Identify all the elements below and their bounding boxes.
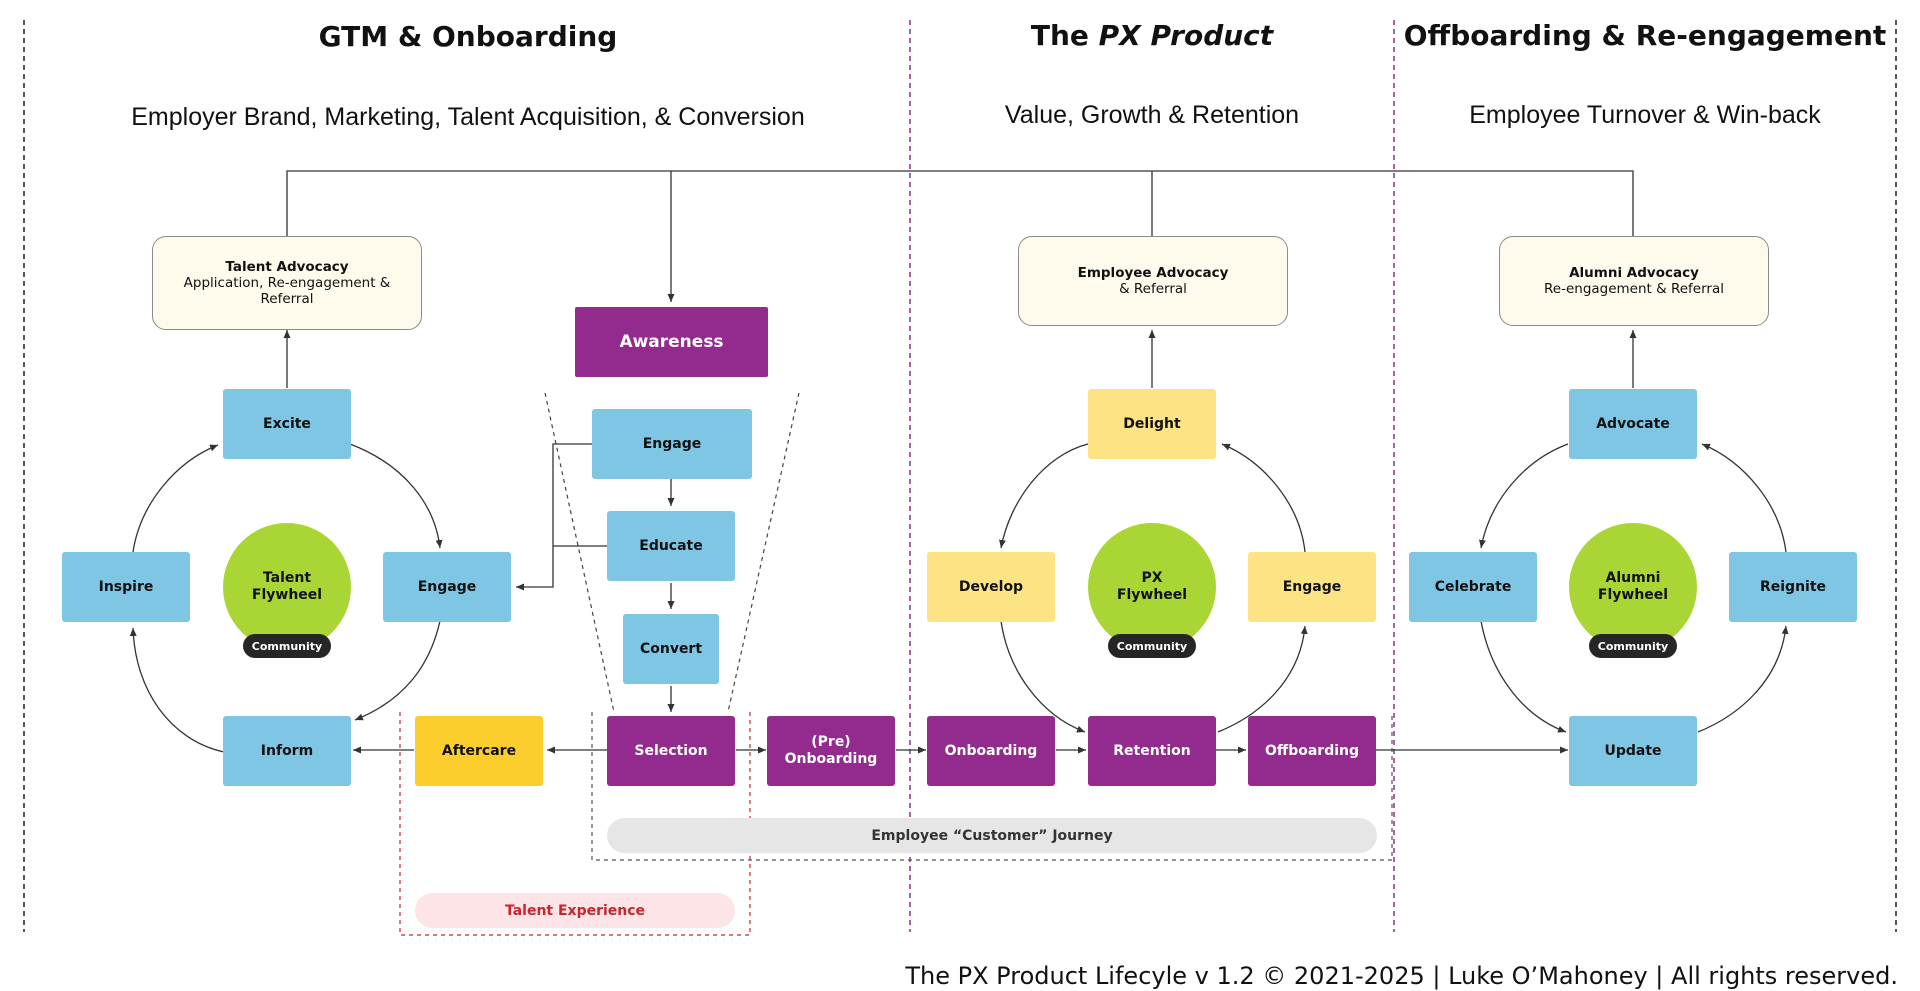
onboarding-node: Onboarding <box>927 716 1055 786</box>
develop-node: Develop <box>927 552 1055 622</box>
alumni-community-badge: Community <box>1589 634 1677 658</box>
px-community-badge: Community <box>1108 634 1196 658</box>
update-node: Update <box>1569 716 1697 786</box>
px-title-emphasis: PX Product <box>1098 19 1274 52</box>
funnel-outline <box>544 392 800 713</box>
funnel-to-engage-arrow <box>516 443 592 591</box>
talent-advocacy-title: Talent Advocacy <box>225 259 349 275</box>
employee-advocacy-line1: & Referral <box>1119 281 1187 297</box>
employee-journey-boundary <box>591 712 1393 861</box>
selection-node: Selection <box>607 716 735 786</box>
offboarding-node: Offboarding <box>1248 716 1376 786</box>
retention-to-engage-arrow <box>1217 625 1308 733</box>
excite-to-engage-arrow <box>349 443 443 549</box>
gtm-section-title: GTM & Onboarding <box>318 20 618 53</box>
gtm-section-subtitle: Employer Brand, Marketing, Talent Acquis… <box>131 103 805 131</box>
talent-community-badge: Community <box>243 634 331 658</box>
px-section-subtitle: Value, Growth & Retention <box>1004 101 1300 129</box>
advocate-to-celebrate-arrow <box>1479 443 1569 549</box>
celebrate-to-update-arrow <box>1480 620 1567 733</box>
talent-advocacy-line2: Referral <box>260 291 314 307</box>
celebrate-node: Celebrate <box>1409 552 1537 622</box>
engage-to-delight-arrow <box>1221 443 1306 553</box>
alumni-advocacy-box: Alumni Advocacy Re-engagement & Referral <box>1499 236 1769 326</box>
inform-to-inspire-arrow <box>129 627 225 753</box>
copyright-footer: The PX Product Lifecyle v 1.2 © 2021-202… <box>905 962 1898 990</box>
talent-advocacy-line1: Application, Re-engagement & <box>183 275 391 291</box>
convert-node: Convert <box>623 614 719 684</box>
reignite-to-advocate-arrow <box>1701 443 1787 553</box>
retention-node: Retention <box>1088 716 1216 786</box>
employee-journey-label: Employee “Customer” Journey <box>607 818 1377 853</box>
employee-advocacy-box: Employee Advocacy & Referral <box>1018 236 1288 326</box>
inspire-node: Inspire <box>62 552 190 622</box>
funnel-engage-node: Engage <box>592 409 752 479</box>
px-engage-node: Engage <box>1248 552 1376 622</box>
alumni-flywheel-circle: Alumni Flywheel <box>1569 523 1697 651</box>
inspire-to-excite-arrow <box>132 444 219 553</box>
engage-to-inform-arrow <box>354 620 441 721</box>
educate-node: Educate <box>607 511 735 581</box>
update-to-reignite-arrow <box>1697 625 1789 733</box>
px-title-prefix: The <box>1030 19 1099 52</box>
awareness-node: Awareness <box>575 307 768 377</box>
advocate-node: Advocate <box>1569 389 1697 459</box>
talent-engage-node: Engage <box>383 552 511 622</box>
alumni-advocacy-title: Alumni Advocacy <box>1569 265 1699 281</box>
offboarding-section-subtitle: Employee Turnover & Win-back <box>1469 101 1821 129</box>
reignite-node: Reignite <box>1729 552 1857 622</box>
develop-to-retention-arrow <box>1000 620 1086 733</box>
top-bus-connector <box>286 170 1634 302</box>
talent-flywheel-circle: Talent Flywheel <box>223 523 351 651</box>
talent-advocacy-box: Talent Advocacy Application, Re-engageme… <box>152 236 422 330</box>
aftercare-node: Aftercare <box>415 716 543 786</box>
px-section-title: The PX Product <box>912 19 1392 52</box>
alumni-advocacy-line1: Re-engagement & Referral <box>1544 281 1724 297</box>
inform-node: Inform <box>223 716 351 786</box>
delight-node: Delight <box>1088 389 1216 459</box>
pre-onboarding-node: (Pre) Onboarding <box>767 716 895 786</box>
employee-advocacy-title: Employee Advocacy <box>1077 265 1229 281</box>
delight-to-develop-arrow <box>999 443 1089 549</box>
px-flywheel-circle: PX Flywheel <box>1088 523 1216 651</box>
excite-node: Excite <box>223 389 351 459</box>
offboarding-section-title: Offboarding & Re-engagement <box>1403 19 1887 52</box>
talent-experience-label: Talent Experience <box>415 893 735 928</box>
